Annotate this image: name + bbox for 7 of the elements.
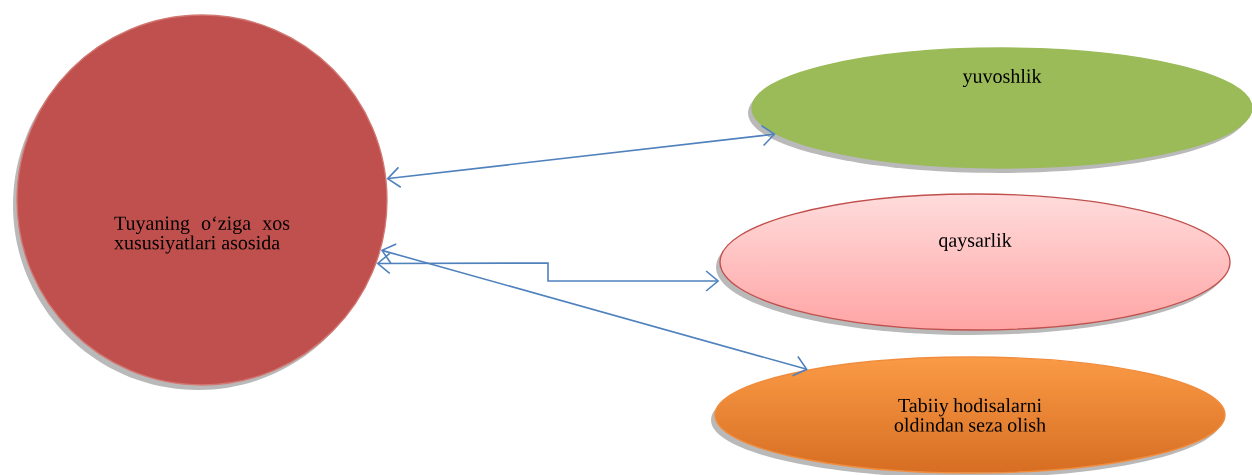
- ellipse-node: qaysarlik: [716, 193, 1231, 335]
- arrow: [386, 124, 776, 188]
- arrow: [380, 243, 808, 377]
- ellipse-node: yuvoshlik: [748, 47, 1252, 173]
- circle-node: Tuyaning o‘ziga xos xususiyatlari asosida: [13, 14, 388, 390]
- arrow: [376, 252, 720, 292]
- ellipse-node: Tabiiy hodisalarni oldindan seza olish: [711, 356, 1226, 475]
